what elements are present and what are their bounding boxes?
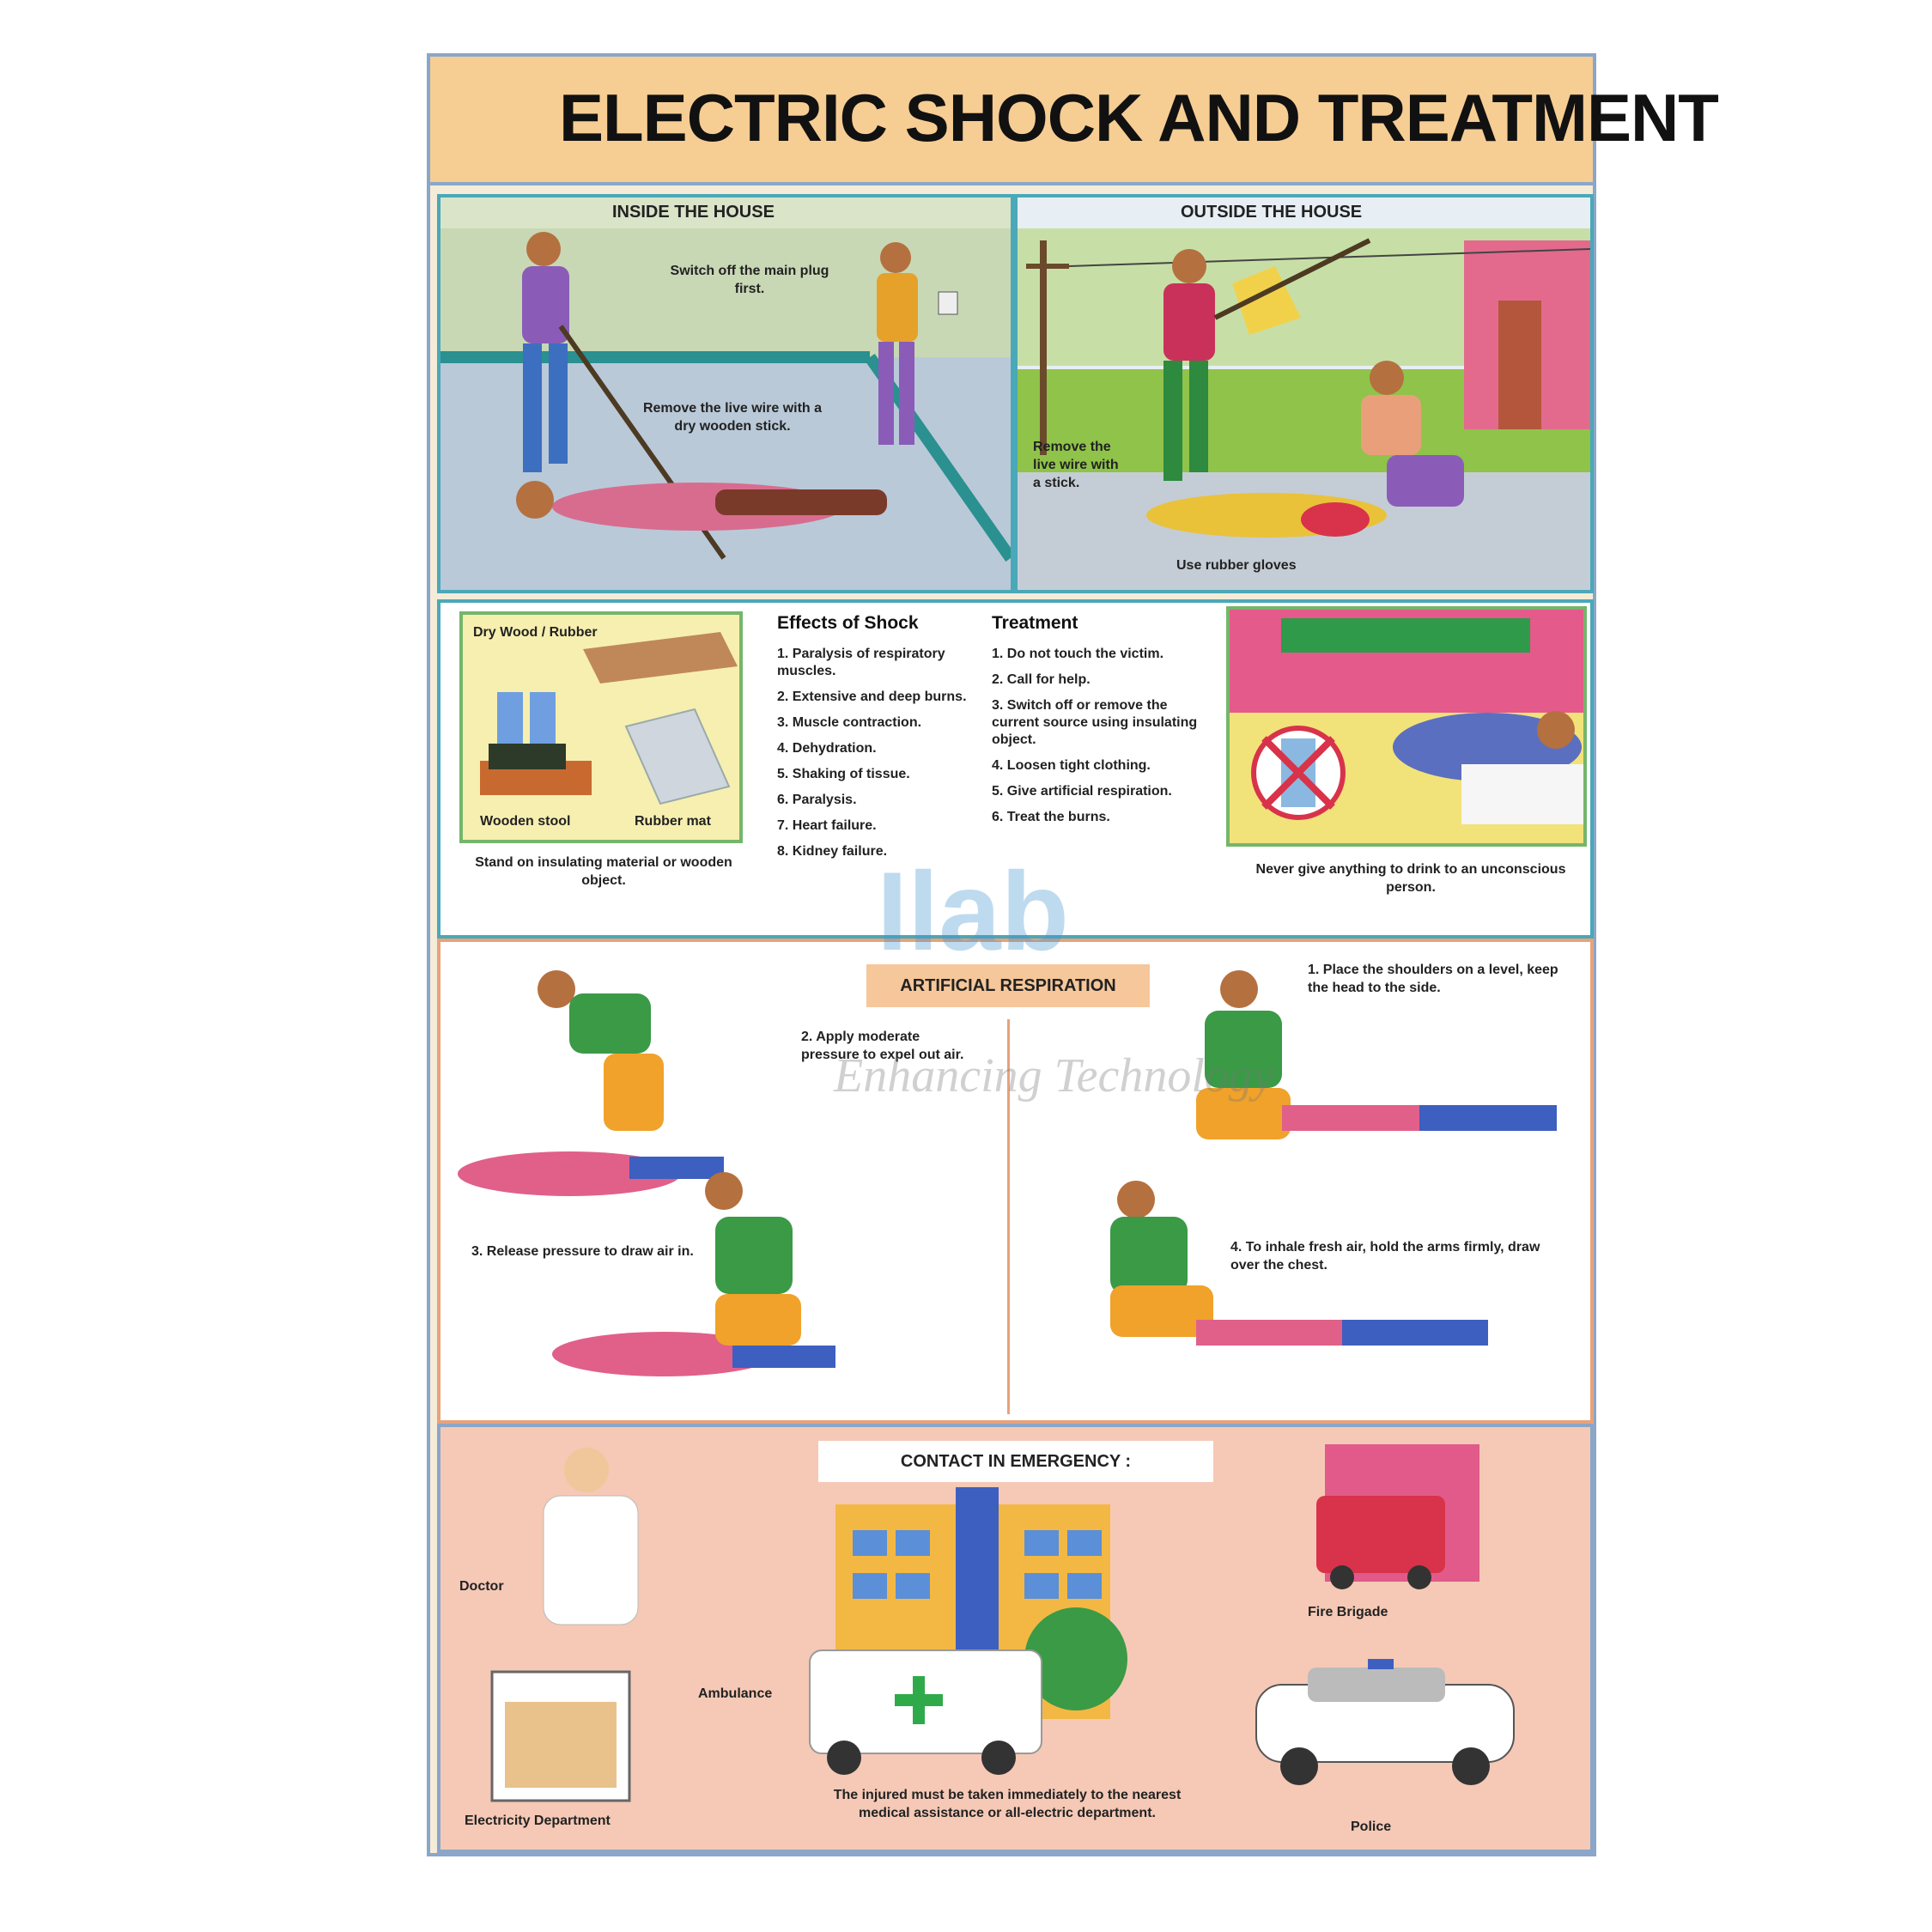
respiration-divider	[1007, 1019, 1010, 1414]
treatment-item: 2. Call for help.	[992, 672, 1091, 687]
insulating-caption: Stand on insulating material or wooden o…	[475, 855, 732, 888]
inside-house-label: INSIDE THE HOUSE	[612, 203, 775, 222]
outside-house-panel: OUTSIDE THE HOUSE Remove the live wire	[1014, 194, 1594, 593]
outside-caption-stick: Remove the live wire with a stick.	[1033, 440, 1119, 490]
respiration-step-3: 3. Release pressure to draw air in.	[471, 1244, 694, 1259]
respiration-section: ARTIFICIAL RESPIRATION	[437, 939, 1594, 1424]
effects-item: 4. Dehydration.	[777, 741, 877, 756]
treatment-heading: Treatment	[992, 613, 1078, 633]
effects-item: 1. Paralysis of respiratory muscles.	[777, 647, 945, 678]
emergency-note: The injured must be taken immediately to…	[833, 1788, 1182, 1820]
info-row: Dry Wood / Rubber Wooden stool Rubber ma…	[437, 599, 1594, 939]
outside-house-illustration	[1018, 228, 1590, 590]
emergency-label: CONTACT IN EMERGENCY :	[818, 1441, 1213, 1482]
effects-list: 1. Paralysis of respiratory muscles. 2. …	[777, 646, 983, 869]
respiration-step-1: 1. Place the shoulders on a level, keep …	[1308, 963, 1558, 995]
contact-fire-brigade: Fire Brigade	[1308, 1605, 1388, 1619]
no-drink-caption: Never give anything to drink to an uncon…	[1255, 862, 1566, 895]
treatment-item: 5. Give artificial respiration.	[992, 784, 1172, 799]
respiration-illustration	[458, 970, 1557, 1376]
effects-item: 3. Muscle contraction.	[777, 715, 922, 730]
inside-caption-switch: Switch off the main plug first.	[670, 264, 829, 296]
outside-caption-gloves: Use rubber gloves	[1176, 558, 1297, 573]
no-drink-panel	[1226, 606, 1587, 847]
inside-caption-stick: Remove the live wire with a dry wooden s…	[642, 401, 823, 434]
emergency-illustration	[490, 1444, 1515, 1802]
treatment-list: 1. Do not touch the victim. 2. Call for …	[992, 646, 1215, 835]
inside-house-illustration	[440, 228, 1011, 590]
insulating-illustration	[480, 632, 738, 805]
treatment-item: 1. Do not touch the victim.	[992, 647, 1164, 661]
effects-item: 5. Shaking of tissue.	[777, 767, 910, 781]
insulating-item-mat: Rubber mat	[635, 814, 711, 829]
treatment-item: 6. Treat the burns.	[992, 810, 1110, 824]
emergency-section: CONTACT IN EMERGENCY :	[437, 1424, 1594, 1853]
inside-house-panel: INSIDE THE HOUSE Switch off the main plu…	[437, 194, 1014, 593]
respiration-step-2: 2. Apply moderate pressure to expel out …	[801, 1030, 964, 1062]
insulating-panel: Dry Wood / Rubber Wooden stool Rubber ma…	[459, 611, 743, 843]
respiration-step-4: 4. To inhale fresh air, hold the arms fi…	[1230, 1240, 1540, 1273]
effects-item: 8. Kidney failure.	[777, 844, 888, 859]
respiration-label: ARTIFICIAL RESPIRATION	[866, 964, 1150, 1007]
effects-heading: Effects of Shock	[777, 613, 919, 633]
outside-house-label: OUTSIDE THE HOUSE	[1181, 203, 1363, 222]
insulating-label: Dry Wood / Rubber	[473, 625, 598, 640]
title-bar: ELECTRIC SHOCK AND TREATMENT	[430, 57, 1719, 185]
poster-title: ELECTRIC SHOCK AND TREATMENT	[559, 80, 1719, 155]
poster: ELECTRIC SHOCK AND TREATMENT INSIDE THE …	[427, 53, 1719, 1856]
effects-item: 2. Extensive and deep burns.	[777, 690, 967, 704]
effects-item: 6. Paralysis.	[777, 793, 857, 807]
contact-electricity-department: Electricity Department	[465, 1814, 611, 1828]
insulating-item-stool: Wooden stool	[480, 814, 571, 829]
contact-doctor: Doctor	[459, 1579, 504, 1594]
treatment-item: 3. Switch off or remove the current sour…	[992, 698, 1198, 747]
effects-item: 7. Heart failure.	[777, 818, 877, 833]
contact-ambulance: Ambulance	[698, 1686, 773, 1701]
treatment-item: 4. Loosen tight clothing.	[992, 758, 1151, 773]
no-drink-illustration	[1230, 610, 1583, 843]
contact-police: Police	[1351, 1820, 1392, 1834]
